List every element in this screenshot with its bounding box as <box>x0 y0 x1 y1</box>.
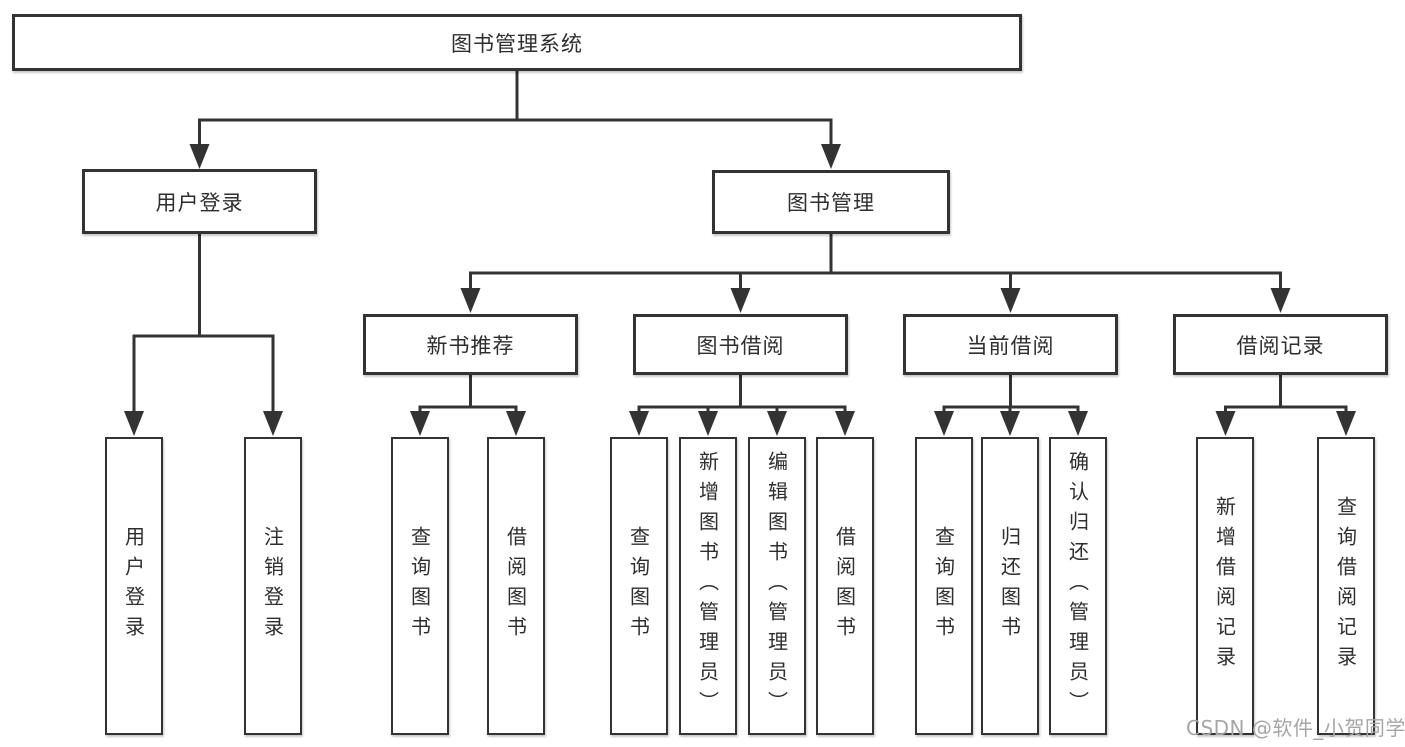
connector-path <box>469 232 1282 275</box>
connector-path <box>637 373 847 409</box>
arrowhead-down-icon <box>730 288 751 313</box>
arrowhead-down-icon <box>1000 288 1021 313</box>
node-current-borrow: 当前借阅 <box>903 314 1118 375</box>
arrowhead-down-icon <box>1336 411 1356 436</box>
node-book-management: 图书管理 <box>712 170 950 234</box>
watermark: CSDN @软件_小贺同学 <box>1186 716 1405 740</box>
leaf-user-login: 用户登录 <box>105 437 163 735</box>
arrowhead-down-icon <box>506 411 526 436</box>
leaf-query-books-current: 查询图书 <box>915 437 973 735</box>
arrowhead-down-icon <box>821 144 841 169</box>
arrowhead-down-icon <box>629 411 649 436</box>
arrowhead-down-icon <box>263 411 283 436</box>
arrowhead-down-icon <box>124 411 144 436</box>
connector-path <box>418 373 518 409</box>
arrowhead-down-icon <box>1000 411 1020 436</box>
leaf-logout: 注销登录 <box>244 437 302 735</box>
node-root: 图书管理系统 <box>12 14 1022 71</box>
leaf-add-book-admin: 新增图书（管理员） <box>679 437 737 735</box>
leaf-return-book: 归还图书 <box>981 437 1039 735</box>
arrowhead-down-icon <box>934 411 954 436</box>
connector-path <box>198 69 833 122</box>
arrowhead-down-icon <box>767 411 787 436</box>
connector-path <box>1224 373 1348 409</box>
leaf-borrow-books-recommend: 借阅图书 <box>487 437 545 735</box>
node-book-borrow: 图书借阅 <box>633 314 848 375</box>
node-new-book-recommend: 新书推荐 <box>363 314 578 375</box>
leaf-query-books-borrow: 查询图书 <box>610 437 668 735</box>
leaf-borrow-books: 借阅图书 <box>816 437 874 735</box>
node-user-login: 用户登录 <box>82 169 317 234</box>
leaf-query-borrow-record: 查询借阅记录 <box>1317 437 1375 735</box>
leaf-query-books-recommend: 查询图书 <box>391 437 449 735</box>
arrowhead-down-icon <box>1270 288 1291 313</box>
arrowhead-down-icon <box>835 411 855 436</box>
leaf-edit-book-admin: 编辑图书（管理员） <box>748 437 806 735</box>
leaf-add-borrow-record: 新增借阅记录 <box>1196 437 1254 735</box>
connector-path <box>132 232 275 338</box>
arrowhead-down-icon <box>410 411 430 436</box>
leaf-confirm-return-admin: 确认归还（管理员） <box>1049 437 1107 735</box>
arrowhead-down-icon <box>460 288 481 313</box>
arrowhead-down-icon <box>1215 411 1236 436</box>
node-borrow-records: 借阅记录 <box>1173 314 1388 375</box>
arrowhead-down-icon <box>1068 411 1088 436</box>
arrowhead-down-icon <box>698 411 718 436</box>
arrowhead-down-icon <box>189 144 210 169</box>
connector-path <box>942 373 1080 409</box>
